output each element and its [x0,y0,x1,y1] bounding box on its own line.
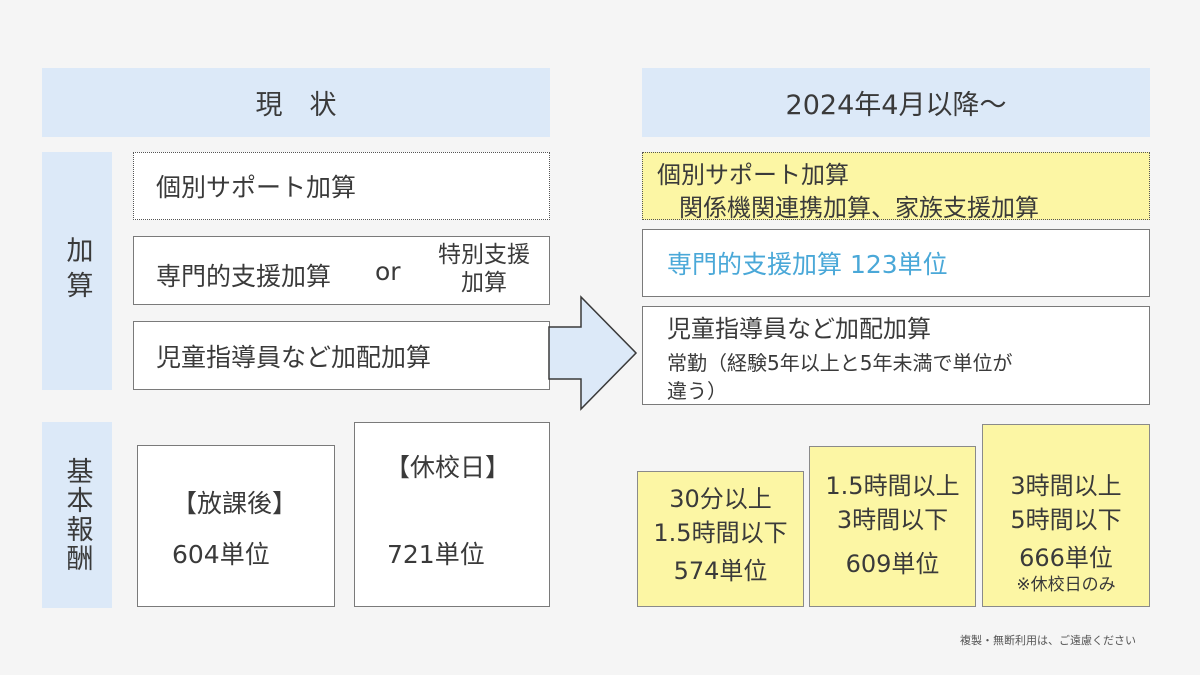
kyukobi-title: 【休校日】 [385,453,511,482]
future-header-text: 2024年4月以降～ [785,90,1007,121]
tier-box-1: 30分以上 1.5時間以下 574単位 [637,471,804,607]
new-jido-line2: 常勤（経験5年以上と5年未満で単位が [667,351,1013,375]
tokubetsu-shien-text: 特別支援 加算 [424,241,544,297]
tier-3-line1: 3時間以上 [1010,472,1122,500]
tier-box-3: 3時間以上 5時間以下 666単位 ※休校日のみ [982,424,1150,607]
new-jido-shidoin-box: 児童指導員など加配加算 常勤（経験5年以上と5年未満で単位が 違う） [642,306,1150,405]
tier-3-note: ※休校日のみ [1016,575,1116,595]
kasan-label: 加算 [42,152,112,390]
current-header: 現 状 [42,68,550,137]
new-jido-line3: 違う） [667,379,727,403]
tier-1-line2: 1.5時間以下 [653,519,788,547]
tier-2-line2: 3時間以下 [836,506,949,534]
new-senmon-shien-box: 専門的支援加算 123単位 [642,229,1150,297]
kyukobi-value: 721単位 [387,540,485,569]
kasan-label-text: 加算 [61,236,93,306]
or-text: or [375,257,401,286]
tokubetsu-line1: 特別支援 [438,242,530,268]
copyright-notice: 複製・無断利用は、ご遠慮ください [960,634,1136,647]
current-header-text: 現 状 [255,90,337,121]
tier-box-2: 1.5時間以上 3時間以下 609単位 [809,446,976,607]
right-arrow-icon [548,295,638,411]
kyukobi-box: 【休校日】 721単位 [354,422,550,607]
tier-3-line2: 5時間以下 [1010,506,1122,534]
kihon-label-text: 基本報酬 [61,457,93,573]
houkago-value: 604単位 [172,540,270,569]
tier-1-line1: 30分以上 [669,485,772,513]
senmon-shien-box: 専門的支援加算 or 特別支援 加算 [133,236,550,305]
jido-shidoin-text: 児童指導員など加配加算 [156,342,432,372]
kobetsu-support-text: 個別サポート加算 [156,173,357,202]
tier-1-line3: 574単位 [673,557,768,585]
houkago-box: 【放課後】 604単位 [137,445,335,607]
houkago-title: 【放課後】 [172,489,298,518]
new-kobetsu-support-box: 個別サポート加算 関係機関連携加算、家族支援加算 [642,152,1150,222]
tier-2-line3: 609単位 [845,550,940,578]
new-kobetsu-line1: 個別サポート加算 [657,161,849,189]
tier-2-line1: 1.5時間以上 [825,472,960,500]
kihon-label: 基本報酬 [42,422,112,608]
kobetsu-support-box: 個別サポート加算 [133,152,550,220]
jido-shidoin-box: 児童指導員など加配加算 [133,321,550,390]
tier-3-line3: 666単位 [1019,544,1113,572]
new-kobetsu-line2: 関係機関連携加算、家族支援加算 [679,194,1039,222]
senmon-shien-text: 専門的支援加算 [156,262,332,291]
new-senmon-shien-text: 専門的支援加算 123単位 [667,250,948,279]
future-header: 2024年4月以降～ [642,68,1150,137]
tokubetsu-line2: 加算 [461,270,507,296]
new-jido-line1: 児童指導員など加配加算 [667,315,931,343]
